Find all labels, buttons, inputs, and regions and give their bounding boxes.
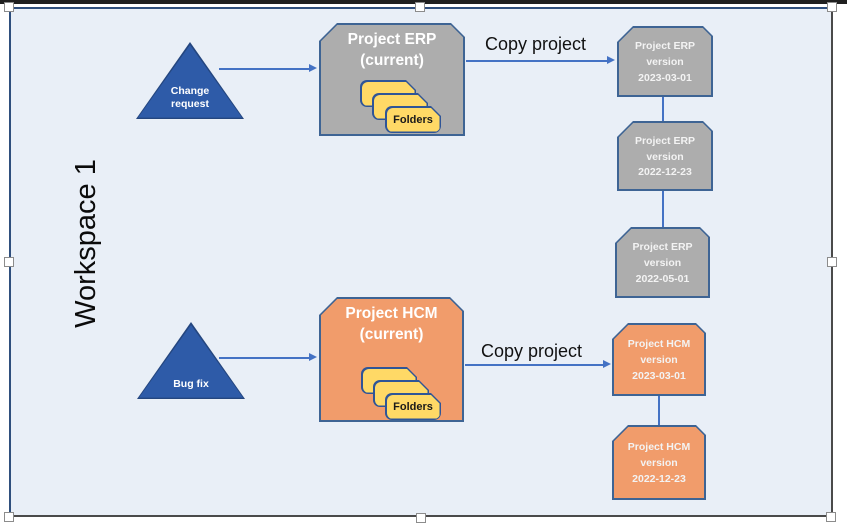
arrow-change-request-to-erp[interactable]	[219, 68, 310, 70]
arrowhead-icon	[309, 353, 317, 362]
hcm-version-1-box[interactable]: Project HCM version 2023-03-01	[612, 323, 706, 396]
erp-version-1-box[interactable]: Project ERP version 2023-03-01	[617, 26, 713, 97]
project-hcm-title: Project HCM	[345, 305, 438, 322]
erp-version-3-box[interactable]: Project ERP version 2022-05-01	[615, 227, 710, 298]
connector-erp-v2-v3[interactable]	[662, 191, 664, 227]
erp-folders-label: Folders	[393, 113, 433, 126]
arrowhead-icon	[603, 360, 611, 369]
change-request-label: Change request	[170, 84, 210, 111]
erp-v2-line1: Project ERP	[634, 134, 696, 147]
project-erp-subtitle: (current)	[360, 51, 424, 69]
arrow-hcm-copy-project[interactable]	[465, 364, 604, 366]
selection-handle-bottom-middle[interactable]	[416, 513, 426, 523]
hcm-folder-front[interactable]: Folders	[385, 393, 441, 420]
bug-fix-triangle[interactable]: Bug fix	[137, 322, 245, 399]
workspace-label-text: Workspace 1	[69, 158, 102, 328]
erp-version-2-box[interactable]: Project ERP version 2022-12-23	[617, 121, 713, 191]
hcm-v2-line1: Project HCM	[627, 441, 691, 454]
project-hcm-subtitle: (current)	[359, 325, 424, 343]
erp-v3-line1: Project ERP	[632, 241, 693, 254]
arrow-bug-fix-to-hcm[interactable]	[219, 357, 310, 359]
selection-handle-bottom-right[interactable]	[826, 512, 836, 522]
selection-handle-right-middle[interactable]	[827, 257, 837, 267]
hcm-v2-line2: version	[640, 457, 678, 470]
project-hcm-box[interactable]: Project HCM (current) Folders	[319, 297, 464, 422]
change-request-triangle[interactable]: Change request	[136, 42, 244, 119]
connector-erp-v1-v2[interactable]	[662, 97, 664, 121]
copy-project-label-erp: Copy project	[485, 34, 587, 54]
selection-handle-top-middle[interactable]	[415, 2, 425, 12]
copy-project-label-hcm: Copy project	[481, 341, 583, 361]
selection-handle-bottom-left[interactable]	[4, 512, 14, 522]
erp-v1-line1: Project ERP	[634, 40, 696, 53]
workspace-label[interactable]: Workspace 1	[52, 143, 120, 343]
bug-fix-label: Bug fix	[173, 378, 209, 391]
hcm-folders-label: Folders	[393, 400, 433, 413]
arrowhead-icon	[309, 64, 317, 73]
hcm-version-2-box[interactable]: Project HCM version 2022-12-23	[612, 425, 706, 500]
erp-v3-line3: 2022-05-01	[635, 272, 690, 285]
arrow-erp-copy-project[interactable]	[466, 60, 608, 62]
arrowhead-icon	[607, 56, 615, 65]
selection-handle-top-right[interactable]	[827, 2, 837, 12]
erp-v2-line2: version	[646, 150, 684, 163]
hcm-v1-line3: 2023-03-01	[632, 369, 686, 382]
connector-hcm-v1-v2[interactable]	[658, 396, 660, 425]
hcm-v2-line3: 2022-12-23	[632, 472, 686, 485]
hcm-v1-line2: version	[640, 354, 678, 367]
hcm-v1-line1: Project HCM	[627, 338, 691, 351]
erp-v1-line2: version	[646, 56, 684, 69]
project-erp-box[interactable]: Project ERP (current) Folders	[319, 23, 465, 136]
erp-v2-line3: 2022-12-23	[638, 166, 692, 179]
selection-handle-left-middle[interactable]	[4, 257, 14, 267]
erp-v1-line3: 2023-03-01	[638, 71, 692, 84]
project-erp-title: Project ERP	[347, 31, 437, 48]
erp-folder-front[interactable]: Folders	[385, 106, 441, 133]
erp-v3-line2: version	[643, 257, 682, 270]
selection-handle-top-left[interactable]	[4, 2, 14, 12]
